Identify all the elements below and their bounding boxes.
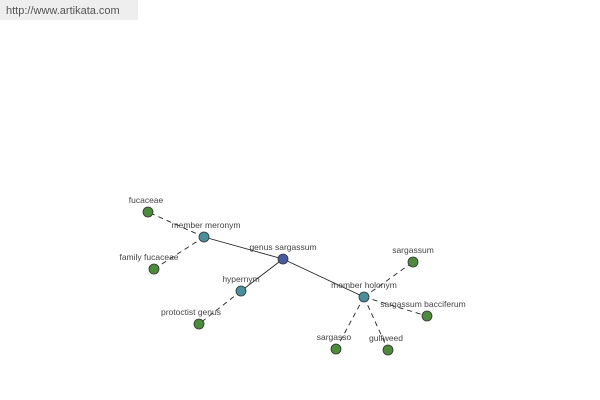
node-holonym[interactable] [358,291,370,303]
node-protoctist-genus[interactable] [193,318,205,330]
node-gulfweed[interactable] [382,344,394,356]
edge-center-holonym [282,258,365,298]
edge-meronym-fucaceae [147,211,205,238]
node-label-fucaceae[interactable]: fucaceae [129,195,164,205]
edge-holonym-sargassum [363,261,414,298]
node-sargassum-bacciferum[interactable] [421,310,433,322]
node-sargasso[interactable] [330,343,342,355]
labels-layer: genus sargassum member meronym hypernym mem… [119,195,465,343]
node-hypernym[interactable] [235,285,247,297]
node-label-holonym[interactable]: member holonym [331,280,397,290]
node-label-sargassum[interactable]: sargassum [392,245,434,255]
nodes-layer [142,206,433,356]
edges-layer [147,211,428,351]
edge-center-hypernym [240,258,284,292]
node-label-center[interactable]: genus sargassum [249,242,316,252]
node-sargassum[interactable] [407,256,419,268]
node-label-family-fucaceae[interactable]: family fucaceae [119,252,178,262]
node-label-hypernym[interactable]: hypernym [222,274,259,284]
node-family-fucaceae[interactable] [148,263,160,275]
node-center[interactable] [277,253,289,265]
edge-holonym-sargassum_bacciferum [363,296,428,317]
node-label-gulfweed[interactable]: gulfweed [369,333,403,343]
node-label-meronym[interactable]: member meronym [172,220,241,230]
node-label-sargasso[interactable]: sargasso [317,332,352,342]
node-label-sargassum-bacciferum[interactable]: sargassum bacciferum [380,299,466,309]
edge-meronym-family_fucaceae [153,236,205,270]
node-label-protoctist-genus[interactable]: protoctist genus [161,307,221,317]
edge-holonym-sargasso [335,296,365,350]
watermark-url: http://www.artikata.com [0,0,138,20]
edge-holonym-gulfweed [363,296,389,351]
node-meronym[interactable] [198,231,210,243]
edge-center-meronym [203,236,284,260]
node-fucaceae[interactable] [142,206,154,218]
